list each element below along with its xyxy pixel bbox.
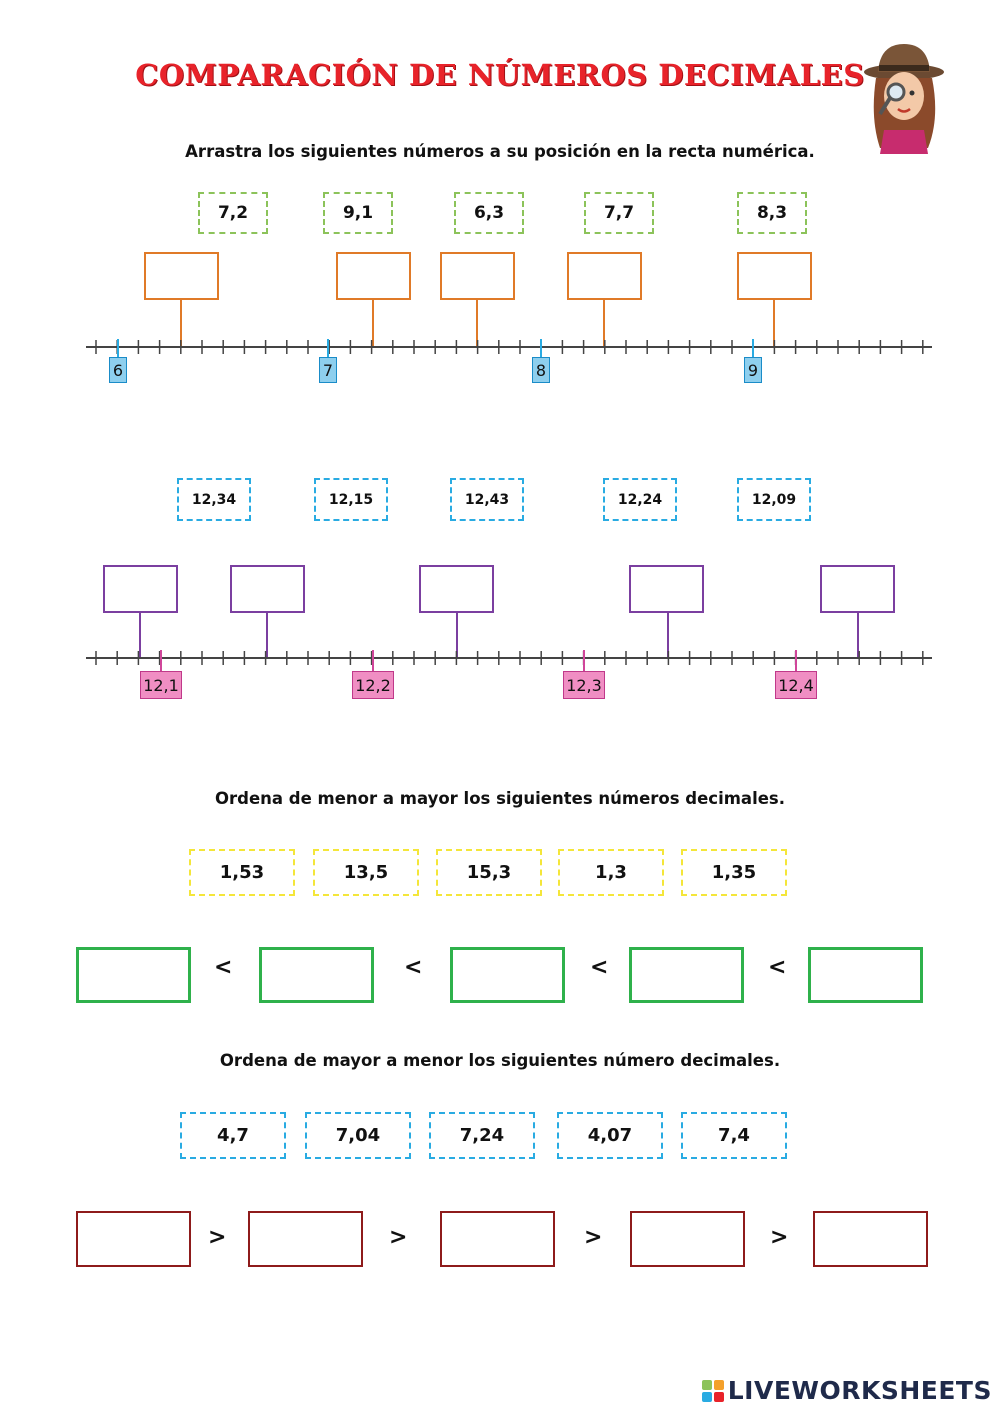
- answer-box[interactable]: [76, 1211, 191, 1267]
- greater-than-symbol: >: [389, 1225, 408, 1250]
- drop-box-pointer: [372, 300, 374, 346]
- number-line-1: [86, 340, 932, 354]
- axis-mark: [795, 650, 797, 672]
- axis-label: 9: [744, 357, 762, 383]
- less-than-symbol: <: [404, 955, 423, 980]
- drop-box-pointer: [773, 300, 775, 346]
- axis-mark: [160, 650, 162, 672]
- drop-box[interactable]: [440, 252, 515, 300]
- detective-avatar-icon: [864, 44, 944, 154]
- answer-box[interactable]: [440, 1211, 555, 1267]
- less-than-symbol: <: [590, 955, 609, 980]
- draggable-number-card[interactable]: 7,4: [681, 1112, 787, 1159]
- drop-box[interactable]: [144, 252, 219, 300]
- draggable-number-card[interactable]: 4,7: [180, 1112, 286, 1159]
- axis-label: 12,3: [563, 671, 605, 699]
- answer-box[interactable]: [629, 947, 744, 1003]
- less-than-symbol: <: [214, 955, 233, 980]
- drop-box[interactable]: [103, 565, 178, 613]
- axis-mark: [540, 339, 542, 361]
- answer-box[interactable]: [813, 1211, 928, 1267]
- draggable-number-card[interactable]: 1,53: [189, 849, 295, 896]
- greater-than-symbol: >: [584, 1225, 603, 1250]
- axis-label: 12,4: [775, 671, 817, 699]
- axis-mark: [752, 339, 754, 361]
- drop-box[interactable]: [820, 565, 895, 613]
- brand-logo: LIVEWORKSHEETS: [701, 1376, 992, 1405]
- greater-than-symbol: >: [208, 1225, 227, 1250]
- axis-label: 6: [109, 357, 127, 383]
- answer-box[interactable]: [630, 1211, 745, 1267]
- axis-mark: [117, 339, 119, 361]
- drop-box-pointer: [456, 613, 458, 659]
- drop-box-pointer: [603, 300, 605, 346]
- draggable-number-card[interactable]: 12,43: [450, 478, 524, 521]
- axis-mark: [327, 339, 329, 361]
- drop-box[interactable]: [230, 565, 305, 613]
- drop-box-pointer: [180, 300, 182, 346]
- drop-box[interactable]: [336, 252, 411, 300]
- drop-box-pointer: [857, 613, 859, 659]
- drop-box-pointer: [667, 613, 669, 659]
- draggable-number-card[interactable]: 13,5: [313, 849, 419, 896]
- answer-box[interactable]: [248, 1211, 363, 1267]
- drop-box[interactable]: [419, 565, 494, 613]
- drop-box-pointer: [476, 300, 478, 346]
- instruction-number-line-1: Arrastra los siguientes números a su pos…: [185, 142, 815, 161]
- draggable-number-card[interactable]: 1,35: [681, 849, 787, 896]
- drop-box[interactable]: [567, 252, 642, 300]
- answer-box[interactable]: [259, 947, 374, 1003]
- axis-mark: [372, 650, 374, 672]
- draggable-number-card[interactable]: 12,34: [177, 478, 251, 521]
- drop-box-pointer: [266, 613, 268, 659]
- drop-box[interactable]: [737, 252, 812, 300]
- draggable-number-card[interactable]: 9,1: [323, 192, 393, 234]
- axis-mark: [583, 650, 585, 672]
- instruction-ascending: Ordena de menor a mayor los siguientes n…: [215, 789, 785, 808]
- draggable-number-card[interactable]: 7,7: [584, 192, 654, 234]
- drop-box-pointer: [139, 613, 141, 659]
- draggable-number-card[interactable]: 12,15: [314, 478, 388, 521]
- brand-logo-icon: [701, 1379, 724, 1402]
- draggable-number-card[interactable]: 8,3: [737, 192, 807, 234]
- answer-box[interactable]: [450, 947, 565, 1003]
- number-line-2: [86, 651, 932, 665]
- draggable-number-card[interactable]: 1,3: [558, 849, 664, 896]
- axis-label: 8: [532, 357, 550, 383]
- answer-box[interactable]: [76, 947, 191, 1003]
- draggable-number-card[interactable]: 7,2: [198, 192, 268, 234]
- drop-box[interactable]: [629, 565, 704, 613]
- instruction-descending: Ordena de mayor a menor los siguientes n…: [219, 1051, 781, 1070]
- draggable-number-card[interactable]: 15,3: [436, 849, 542, 896]
- answer-box[interactable]: [808, 947, 923, 1003]
- page-title: COMPARACIÓN DE NÚMEROS DECIMALES: [135, 58, 865, 92]
- axis-label: 12,2: [352, 671, 394, 699]
- draggable-number-card[interactable]: 7,24: [429, 1112, 535, 1159]
- brand-name: LIVEWORKSHEETS: [727, 1376, 992, 1405]
- draggable-number-card[interactable]: 12,24: [603, 478, 677, 521]
- draggable-number-card[interactable]: 4,07: [557, 1112, 663, 1159]
- draggable-number-card[interactable]: 6,3: [454, 192, 524, 234]
- less-than-symbol: <: [768, 955, 787, 980]
- axis-label: 7: [319, 357, 337, 383]
- axis-label: 12,1: [140, 671, 182, 699]
- draggable-number-card[interactable]: 12,09: [737, 478, 811, 521]
- greater-than-symbol: >: [770, 1225, 789, 1250]
- draggable-number-card[interactable]: 7,04: [305, 1112, 411, 1159]
